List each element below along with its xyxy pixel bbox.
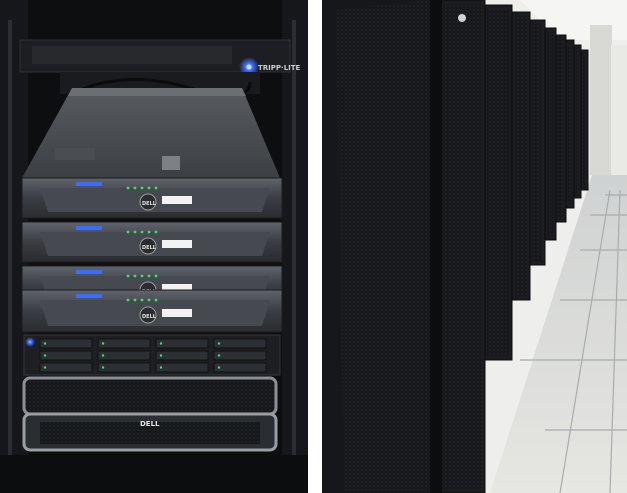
green-led — [147, 230, 151, 234]
drive-bay — [213, 350, 267, 361]
raised-floor — [490, 175, 627, 493]
support-column — [590, 25, 612, 175]
service-tag — [162, 196, 192, 204]
green-led — [140, 230, 144, 234]
floor-tile-seam — [609, 189, 621, 493]
drive-led — [43, 366, 47, 369]
drive-led — [159, 354, 163, 357]
drive-bay — [155, 362, 209, 373]
green-led — [147, 298, 151, 302]
drive-led — [217, 366, 221, 369]
drive-bay — [155, 338, 209, 349]
drive-bay — [39, 350, 93, 361]
storage-array — [23, 334, 281, 376]
drive-bay — [97, 362, 151, 373]
green-led — [147, 186, 151, 190]
drive-led — [43, 354, 47, 357]
dell-logo: DELL — [142, 201, 157, 207]
power-led — [246, 64, 252, 70]
tripp-lite-logo: TRIPP·LITE — [258, 64, 301, 72]
green-led — [126, 298, 130, 302]
drive-bay — [213, 362, 267, 373]
drive-led — [101, 354, 105, 357]
green-led — [126, 186, 130, 190]
green-led — [147, 274, 151, 278]
top-power-unit: TRIPP·LITE — [19, 39, 301, 77]
drive-bay — [39, 362, 93, 373]
service-tag — [162, 240, 192, 248]
open-server-lid — [22, 88, 280, 178]
collage-divider — [308, 0, 322, 493]
green-led — [133, 230, 137, 234]
dell-server: DELL — [21, 289, 283, 333]
dell-server: DELL — [21, 177, 283, 219]
green-led — [140, 186, 144, 190]
status-display — [76, 294, 102, 298]
green-led — [140, 298, 144, 302]
drive-led — [217, 342, 221, 345]
drive-led — [159, 366, 163, 369]
right-photo-data-center-aisle — [322, 0, 627, 493]
drive-bay — [39, 338, 93, 349]
green-led — [154, 298, 158, 302]
dell-logo: DELL — [142, 245, 157, 251]
drive-bay — [97, 350, 151, 361]
service-tag — [162, 309, 192, 317]
drive-bay — [155, 350, 209, 361]
drive-bay — [213, 338, 267, 349]
status-display — [76, 270, 102, 274]
drive-bay — [97, 338, 151, 349]
green-led — [133, 186, 137, 190]
array-blue-led — [25, 337, 35, 347]
green-led — [154, 230, 158, 234]
green-led — [154, 274, 158, 278]
floor-tile-seam — [559, 189, 611, 493]
green-led — [126, 274, 130, 278]
drive-led — [43, 342, 47, 345]
drive-led — [159, 342, 163, 345]
green-led — [140, 274, 144, 278]
service-tag — [162, 284, 192, 292]
green-led — [126, 230, 130, 234]
status-display — [76, 182, 102, 186]
lower-chassis: DELL — [22, 376, 278, 452]
dell-logo: DELL — [142, 314, 157, 320]
bottom-dell-logo: DELL — [140, 420, 160, 428]
dell-server: DELL — [21, 221, 283, 263]
status-display — [76, 226, 102, 230]
green-led — [154, 186, 158, 190]
green-led — [133, 298, 137, 302]
drive-led — [101, 366, 105, 369]
green-led — [133, 274, 137, 278]
drive-led — [217, 354, 221, 357]
cabinet-lock — [458, 14, 466, 22]
drive-led — [101, 342, 105, 345]
